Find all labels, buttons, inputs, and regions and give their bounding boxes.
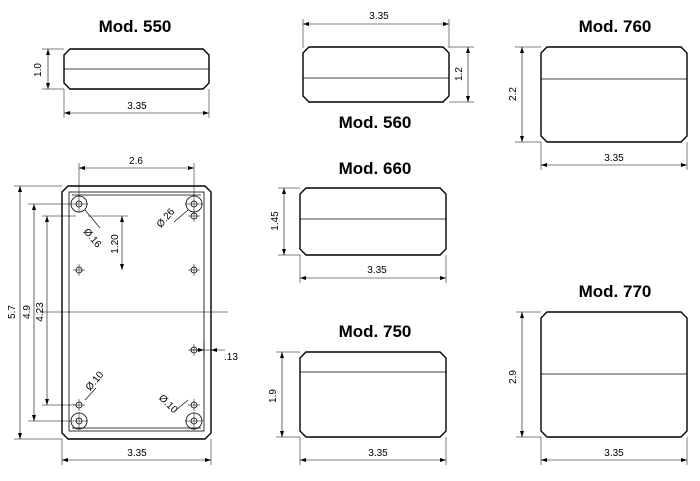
dim-length-423: 4.23: [35, 302, 46, 322]
plan-view: 2.6 1.20 Ø.16 Ø.26 Ø.10 Ø.10 .13 5.7 4.9: [7, 156, 238, 465]
dim-total-length: 5.7: [7, 305, 18, 319]
dim-width: 3.35: [127, 101, 147, 112]
view-mod-760: Mod. 760 2.2 3.35: [508, 17, 688, 170]
dim-height: 1.9: [268, 389, 279, 403]
view-mod-750: Mod. 750 1.9 3.35: [268, 322, 447, 465]
title-mod-660: Mod. 660: [339, 159, 412, 178]
title-mod-550: Mod. 550: [99, 17, 172, 36]
pcb-hole-markers: [73, 210, 200, 411]
dim-height: 2.2: [508, 87, 519, 101]
view-mod-550: Mod. 550 1.0 3.35: [33, 17, 210, 118]
mounting-boss-bottom-right: [185, 412, 203, 430]
dim-wall: .13: [224, 352, 238, 363]
dim-diameter-010-right: Ø.10: [156, 393, 179, 416]
dim-diameter-010-left: Ø.10: [84, 369, 107, 393]
view-mod-770: Mod. 770 2.9 3.35: [508, 282, 688, 465]
dim-height: 1.45: [270, 211, 281, 231]
dim-hole-spacing: 2.6: [129, 156, 143, 167]
title-mod-770: Mod. 770: [579, 282, 652, 301]
dim-width: 3.35: [367, 265, 387, 276]
dim-height: 2.9: [508, 370, 519, 384]
dim-height: 1.2: [454, 67, 465, 81]
dim-width: 3.35: [368, 448, 388, 459]
title-mod-760: Mod. 760: [579, 17, 652, 36]
enclosure-outline: [540, 46, 688, 143]
dim-diameter-026: Ø.26: [155, 206, 178, 230]
dim-hole-offset: 1.20: [110, 234, 121, 254]
title-mod-750: Mod. 750: [339, 322, 412, 341]
dim-width: 3.35: [369, 11, 389, 22]
enclosure-outline: [302, 46, 450, 103]
mounting-boss-bottom-left: [70, 412, 88, 430]
enclosure-outline: [299, 187, 447, 256]
enclosure-outline: [540, 311, 688, 438]
dim-width: 3.35: [127, 448, 147, 459]
dim-length-49: 4.9: [22, 305, 33, 319]
inner-wall: [68, 191, 205, 432]
dim-diameter-016: Ø.16: [81, 227, 104, 251]
view-mod-660: Mod. 660 1.45 3.35: [270, 159, 447, 283]
dim-height: 1.0: [33, 63, 44, 77]
plan-outline: [61, 185, 212, 440]
title-mod-560: Mod. 560: [339, 113, 412, 132]
enclosure-outline: [63, 48, 210, 90]
dim-width: 3.35: [604, 153, 624, 164]
enclosure-outline: [299, 351, 447, 438]
dim-width: 3.35: [604, 448, 624, 459]
view-mod-560: 3.35 1.2 Mod. 560: [302, 11, 474, 132]
